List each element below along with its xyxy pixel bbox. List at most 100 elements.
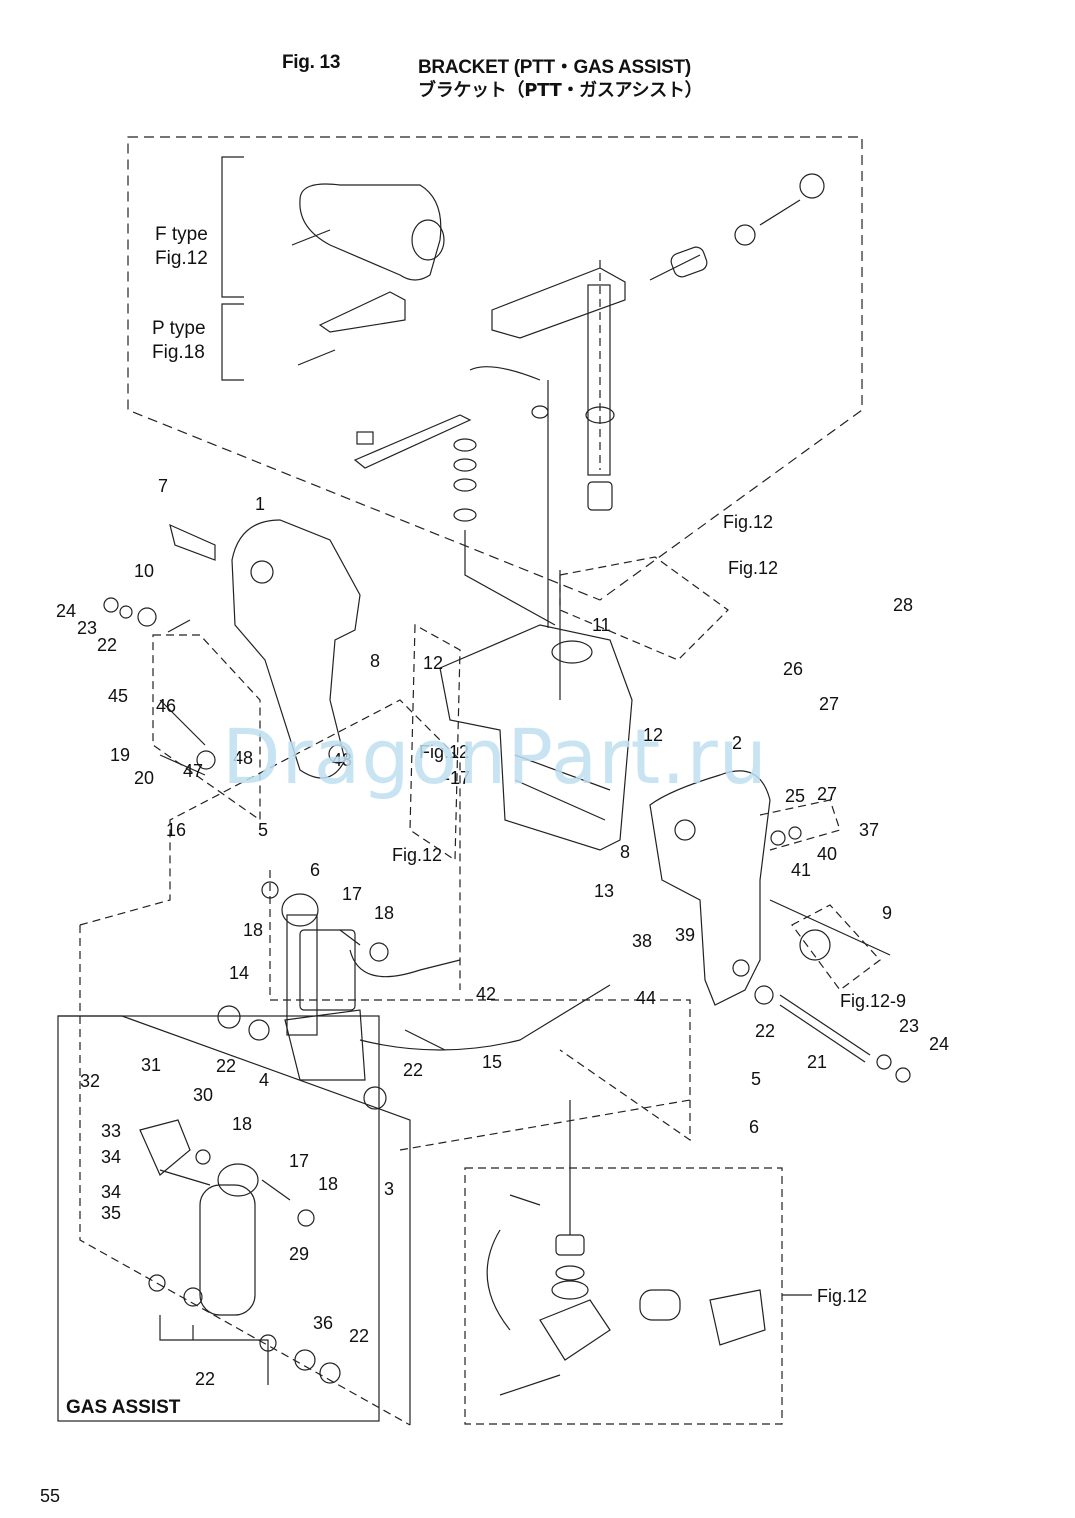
- callout: 7: [158, 476, 168, 496]
- callout: 22: [349, 1326, 369, 1346]
- tiller-bore: [411, 219, 445, 261]
- bolt-part: [291, 229, 331, 246]
- f-type-bracket: [221, 156, 244, 298]
- callout: 31: [141, 1055, 161, 1075]
- callout: 18: [232, 1114, 252, 1134]
- callout: 35: [101, 1203, 121, 1223]
- callout: 30: [193, 1085, 213, 1105]
- callout: 21: [807, 1052, 827, 1072]
- callout: 38: [632, 931, 652, 951]
- callout: 12: [423, 653, 443, 673]
- callout: 46: [156, 696, 176, 716]
- fig-ref: Fig.12-9: [840, 991, 906, 1011]
- callout: 6: [310, 860, 320, 880]
- callout: 13: [594, 881, 614, 901]
- callout: 39: [675, 925, 695, 945]
- friction-piece: [670, 246, 708, 278]
- bolt-part: [297, 349, 336, 366]
- clamp-bracket-right: [649, 770, 771, 1006]
- callout: 14: [229, 963, 249, 983]
- callout: 37: [859, 820, 879, 840]
- callout: 33: [101, 1121, 121, 1141]
- f-type-fig-label: Fig.12: [155, 248, 208, 269]
- bolt-7: [169, 523, 216, 561]
- tiller-handle-part: [299, 183, 442, 281]
- gas-assist-box: [57, 1015, 380, 1422]
- callout: 25: [785, 786, 805, 806]
- callout: 2: [732, 733, 742, 753]
- fig-ref: Fig.12: [817, 1286, 867, 1306]
- callout: 22: [195, 1369, 215, 1389]
- callout: 9: [882, 903, 892, 923]
- f-type-label: F type: [155, 224, 208, 245]
- callout: 5: [258, 820, 268, 840]
- callout-numbers: 7 1 10 24 23 22 45 46 47 48 19 20 16 5 6…: [56, 476, 949, 1389]
- callout: 23: [77, 618, 97, 638]
- steering-arm: [491, 267, 626, 339]
- callout: 27: [817, 784, 837, 804]
- callout: 29: [289, 1244, 309, 1264]
- fig-ref: Fig.12: [419, 742, 469, 762]
- callout: 1: [255, 494, 265, 514]
- callout: 34: [101, 1182, 121, 1202]
- page-title: BRACKET (PTT・GAS ASSIST): [418, 57, 691, 78]
- callout: 18: [243, 920, 263, 940]
- callout: 27: [819, 694, 839, 714]
- watermark: DragonPart.ru: [222, 712, 768, 801]
- callout: 10: [134, 561, 154, 581]
- p-type-label: P type: [152, 318, 206, 339]
- callout: 44: [636, 988, 656, 1008]
- callout: 22: [755, 1021, 775, 1041]
- callout: 12: [643, 725, 663, 745]
- gas-assist-label: GAS ASSIST: [66, 1397, 181, 1418]
- callout: 28: [893, 595, 913, 615]
- callout: 26: [783, 659, 803, 679]
- callout: 17: [289, 1151, 309, 1171]
- callout: 3: [384, 1179, 394, 1199]
- callout: 11: [592, 615, 611, 635]
- callout: 47: [183, 761, 203, 781]
- clamp-bracket-left: [231, 519, 361, 779]
- ptt-cylinder: [286, 914, 318, 1036]
- fig-ref: -17: [444, 768, 470, 788]
- callout: 16: [166, 820, 186, 840]
- callout: 23: [899, 1016, 919, 1036]
- callout: 48: [233, 748, 253, 768]
- fig-ref: Fig.12: [723, 512, 773, 532]
- callout: 18: [374, 903, 394, 923]
- callout: 32: [80, 1071, 100, 1091]
- callout: 19: [110, 745, 130, 765]
- callout: 36: [313, 1313, 333, 1333]
- fig-ref: Fig.12: [728, 558, 778, 578]
- fig-ref: Fig.12: [392, 845, 442, 865]
- callout: 40: [817, 844, 837, 864]
- callout: 8: [620, 842, 630, 862]
- callout: 22: [403, 1060, 423, 1080]
- swivel-bracket: [439, 624, 633, 851]
- steering-detail-box: [464, 1167, 783, 1425]
- callout: 15: [482, 1052, 502, 1072]
- callout: 18: [318, 1174, 338, 1194]
- callout: 34: [101, 1147, 121, 1167]
- steering-shaft: [587, 284, 611, 476]
- page-number: 55: [40, 1486, 61, 1506]
- callout: 5: [751, 1069, 761, 1089]
- callout: 45: [108, 686, 128, 706]
- callout: 17: [342, 884, 362, 904]
- callout: 43: [332, 750, 352, 770]
- callout: 41: [791, 860, 811, 880]
- callout: 6: [749, 1117, 759, 1137]
- callout: 20: [134, 768, 154, 788]
- page-title-japanese: ブラケット（PTT・ガスアシスト）: [418, 80, 703, 101]
- lever-part: [353, 414, 472, 469]
- p-type-bracket: [221, 303, 244, 381]
- callout: 22: [216, 1056, 236, 1076]
- callout: 24: [929, 1034, 949, 1054]
- figure-number: Fig. 13: [282, 52, 341, 73]
- p-type-fig-label: Fig.18: [152, 342, 205, 363]
- callout: 24: [56, 601, 76, 621]
- callout: 42: [476, 984, 496, 1004]
- gas-cylinder: [199, 1184, 256, 1316]
- callout: 22: [97, 635, 117, 655]
